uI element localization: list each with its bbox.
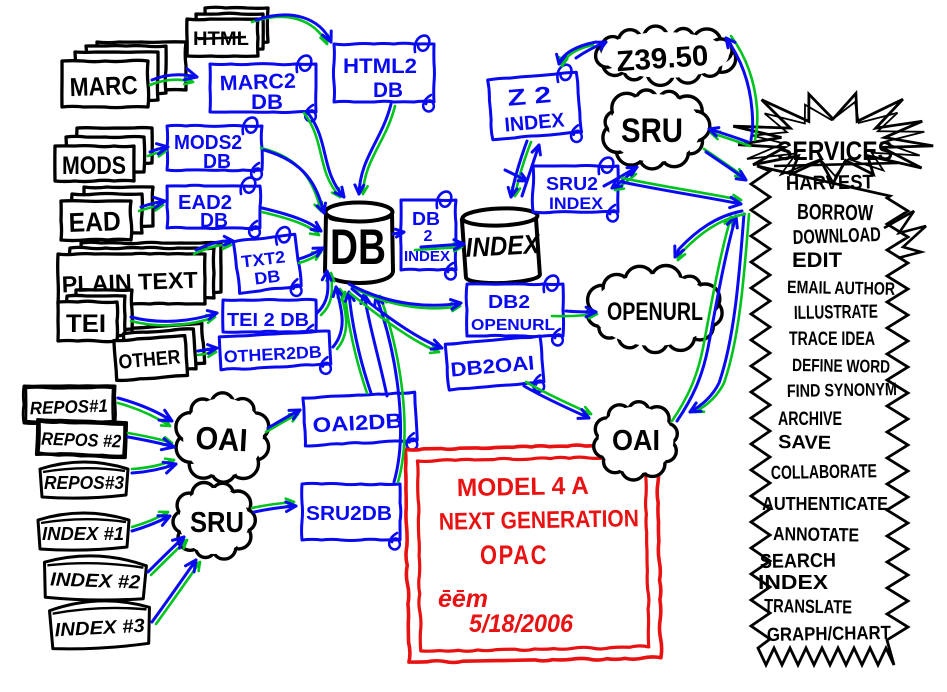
svg-text:HTML2: HTML2 bbox=[343, 55, 417, 78]
svg-text:HARVEST: HARVEST bbox=[786, 171, 874, 195]
svg-text:REPOS#3: REPOS#3 bbox=[44, 473, 124, 493]
svg-text:REPOS#1: REPOS#1 bbox=[29, 396, 108, 419]
svg-text:DOWNLOAD: DOWNLOAD bbox=[792, 224, 881, 249]
svg-text:INDEX: INDEX bbox=[404, 248, 450, 265]
svg-text:INDEX: INDEX bbox=[549, 194, 604, 213]
svg-text:OAI: OAI bbox=[195, 420, 249, 459]
svg-text:Z 2: Z 2 bbox=[506, 81, 552, 111]
svg-text:TEI 2 DB: TEI 2 DB bbox=[227, 310, 309, 330]
svg-text:5/18/2006: 5/18/2006 bbox=[469, 610, 574, 638]
svg-text:SAVE: SAVE bbox=[778, 432, 831, 454]
svg-text:DB: DB bbox=[373, 79, 403, 102]
svg-text:SRU: SRU bbox=[190, 507, 244, 539]
svg-text:COLLABORATE: COLLABORATE bbox=[771, 461, 877, 484]
svg-text:MARC2: MARC2 bbox=[219, 70, 296, 96]
svg-text:DB: DB bbox=[203, 151, 231, 173]
svg-text:INDEX: INDEX bbox=[504, 109, 566, 136]
svg-text:EMAIL AUTHOR: EMAIL AUTHOR bbox=[787, 277, 895, 299]
svg-text:BORROW: BORROW bbox=[797, 199, 874, 225]
svg-text:SEARCH: SEARCH bbox=[760, 550, 836, 573]
svg-text:NEXT GENERATION: NEXT GENERATION bbox=[439, 505, 639, 535]
svg-text:INDEX #1: INDEX #1 bbox=[42, 524, 124, 544]
svg-text:DB: DB bbox=[330, 219, 386, 275]
svg-text:INDEX #3: INDEX #3 bbox=[54, 616, 145, 642]
svg-text:TRACE IDEA: TRACE IDEA bbox=[789, 329, 875, 350]
svg-text:DB: DB bbox=[251, 91, 283, 114]
svg-text:TEI: TEI bbox=[66, 310, 106, 338]
svg-text:ēēm: ēēm bbox=[438, 585, 488, 613]
svg-text:SRU2DB: SRU2DB bbox=[306, 503, 392, 525]
svg-text:GRAPH/CHART: GRAPH/CHART bbox=[767, 623, 892, 646]
svg-text:INDEX: INDEX bbox=[758, 572, 829, 594]
svg-text:ILLUSTRATE: ILLUSTRATE bbox=[794, 302, 878, 324]
svg-text:SERVICES: SERVICES bbox=[777, 136, 893, 166]
svg-text:INDEX: INDEX bbox=[465, 229, 542, 263]
svg-text:EAD2: EAD2 bbox=[178, 192, 232, 214]
svg-text:DB2: DB2 bbox=[488, 292, 530, 312]
svg-text:MODS: MODS bbox=[62, 152, 126, 180]
svg-text:PLAIN TEXT: PLAIN TEXT bbox=[61, 267, 198, 298]
svg-text:HTML: HTML bbox=[193, 29, 249, 50]
svg-text:SRU2: SRU2 bbox=[546, 174, 598, 194]
svg-text:MODS2: MODS2 bbox=[174, 132, 242, 154]
svg-text:TRANSLATE: TRANSLATE bbox=[764, 596, 852, 619]
svg-text:OPAC: OPAC bbox=[480, 540, 548, 570]
svg-text:SRU: SRU bbox=[621, 112, 683, 150]
svg-text:REPOS #2: REPOS #2 bbox=[41, 429, 122, 452]
svg-text:DEFINE WORD: DEFINE WORD bbox=[792, 355, 890, 377]
svg-text:MODEL 4 A: MODEL 4 A bbox=[457, 472, 589, 502]
svg-text:ARCHIVE: ARCHIVE bbox=[778, 409, 842, 430]
svg-text:DB: DB bbox=[412, 209, 440, 229]
svg-text:DB: DB bbox=[200, 210, 228, 232]
svg-text:2: 2 bbox=[424, 228, 433, 245]
svg-text:EDIT: EDIT bbox=[792, 249, 842, 272]
svg-text:EAD: EAD bbox=[68, 206, 121, 238]
svg-text:OTHER: OTHER bbox=[118, 346, 182, 373]
svg-text:Z39.50: Z39.50 bbox=[615, 40, 709, 78]
svg-text:OPENURL: OPENURL bbox=[471, 317, 555, 334]
svg-text:DB: DB bbox=[253, 267, 281, 289]
svg-text:ANNOTATE: ANNOTATE bbox=[773, 524, 859, 546]
svg-text:OAI: OAI bbox=[612, 425, 660, 457]
svg-text:AUTHENTICATE: AUTHENTICATE bbox=[762, 494, 888, 514]
svg-text:INDEX #2: INDEX #2 bbox=[50, 569, 141, 593]
svg-text:OAI2DB: OAI2DB bbox=[312, 410, 403, 438]
svg-text:FIND SYNONYM: FIND SYNONYM bbox=[787, 379, 897, 401]
svg-text:MARC: MARC bbox=[69, 70, 138, 102]
svg-text:OPENURL: OPENURL bbox=[607, 298, 703, 326]
